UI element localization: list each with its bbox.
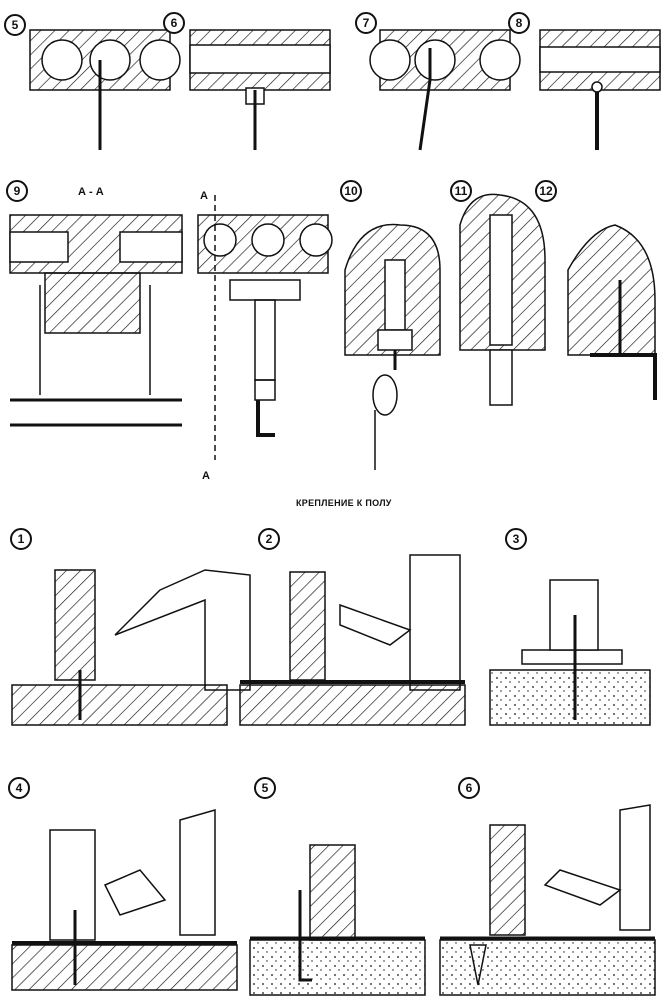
floor-figure-6 (439, 804, 656, 996)
figure-label: 8 (508, 12, 530, 34)
figure-11-anchor (459, 193, 546, 406)
floor-figure-2 (239, 554, 466, 726)
figure-label: 6 (458, 777, 480, 799)
figure-label: 7 (355, 12, 377, 34)
figure-label: 3 (505, 528, 527, 550)
figure-label: 9 (6, 180, 28, 202)
section-title: КРЕПЛЕНИЕ К ПОЛУ (296, 498, 392, 508)
figure-label: 12 (535, 180, 557, 202)
figure-7-hollow-slab (369, 29, 521, 151)
figure-10-bolt-with-rope (344, 223, 441, 470)
figure-12-dowel (567, 224, 657, 400)
figure-label: 11 (450, 180, 472, 202)
figure-label: 2 (258, 528, 280, 550)
figure-label: 6 (163, 12, 185, 34)
floor-figure-5 (249, 844, 426, 996)
floor-figure-1 (11, 569, 251, 726)
section-label: А - А (78, 186, 104, 198)
section-mark-bottom: А (202, 470, 210, 482)
figure-6-slab (189, 29, 331, 150)
figure-label: 5 (4, 14, 26, 36)
figure-label: 4 (8, 777, 30, 799)
floor-figure-4 (11, 809, 238, 991)
figure-8-slab (539, 29, 661, 150)
figure-label: 10 (340, 180, 362, 202)
figure-label: 1 (10, 528, 32, 550)
figure-9-section (9, 195, 333, 460)
figure-label: 5 (254, 777, 276, 799)
floor-figure-3 (489, 579, 651, 726)
section-mark-top: А (200, 190, 208, 202)
figure-5-hollow-slab (29, 29, 181, 150)
